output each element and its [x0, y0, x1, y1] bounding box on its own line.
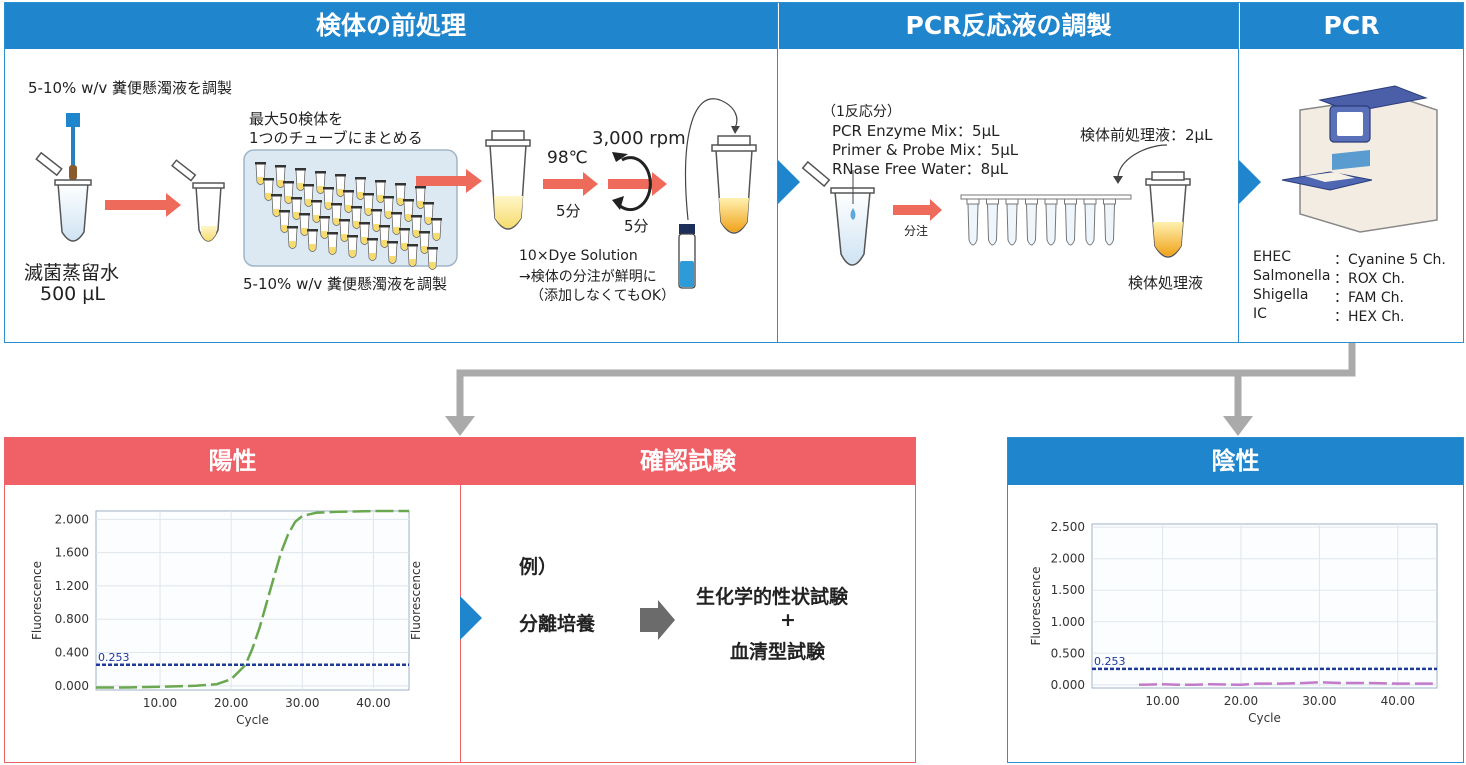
y-tick-label: 2.000 [55, 512, 89, 526]
channel-name-0: ：Cyanine 5 Ch. [1334, 252, 1446, 268]
suspension-bottom-label: 5-10% w/v 糞便懸濁液を調製 [243, 275, 448, 293]
y-axis-label-right: Fluorescence [409, 561, 423, 640]
channel-target-1: Salmonella [1253, 268, 1331, 284]
heated-tube-icon [485, 130, 531, 230]
right-arrow-icon [640, 600, 675, 640]
positive-chart: 0.000 0.400 0.800 1.200 1.600 2.000 10.00 20.00… [30, 509, 423, 727]
x-tick-label: 20.00 [1224, 694, 1258, 708]
channel-target-0: EHEC [1253, 249, 1291, 265]
x-tick-label: 40.00 [356, 696, 390, 710]
dye-label-1: 10×Dye Solution [519, 248, 638, 264]
dye-label-2: →検体の分注が鮮明に [519, 269, 657, 285]
threshold-label: 0.253 [98, 651, 130, 664]
amplification-curve [96, 509, 409, 689]
isolation-label: 分離培養 [519, 613, 596, 635]
channel-target-2: Shigella [1253, 287, 1309, 303]
confirm-panel [460, 437, 916, 763]
centrifuge-rotation-icon [612, 152, 652, 212]
pcr-mix-header: PCR反応液の調製 [779, 3, 1238, 49]
plot-area [1091, 523, 1438, 689]
water-volume: 500 µL [40, 283, 105, 305]
dye-tube-icon [678, 224, 696, 289]
per-reaction-label: （1反応分） [822, 104, 901, 120]
y-tick-label: 0.500 [1051, 646, 1085, 660]
primer-probe-label: Primer & Probe Mix：5µL [832, 141, 1019, 159]
sample-tube-icon [1145, 171, 1191, 258]
plus-label: + [780, 609, 796, 631]
sample-add-label: 検体前処理液：2µL [1080, 126, 1213, 144]
pool-label-2: 1つのチューブにまとめる [249, 129, 423, 147]
x-tick-label: 40.00 [1381, 694, 1415, 708]
x-tick-label: 20.00 [214, 696, 248, 710]
pool-label-1: 最大50検体を [249, 110, 344, 128]
y-tick-label: 0.000 [55, 679, 89, 693]
biochem-label: 生化学的性状試験 [696, 586, 849, 608]
y-axis-label: Fluorescence [30, 561, 44, 640]
heat-time: 5分 [556, 202, 581, 220]
enzyme-mix-label: PCR Enzyme Mix：5µL [832, 122, 1000, 140]
x-axis-label: Cycle [236, 713, 269, 727]
confirm-chevron-icon [460, 596, 482, 640]
channel-name-3: ：HEX Ch. [1334, 309, 1405, 325]
confirm-header: 確認試験 [461, 438, 915, 485]
example-label: 例） [519, 556, 558, 578]
y-axis-label: Fluorescence [1029, 566, 1043, 645]
x-tick-label: 10.00 [143, 696, 177, 710]
positive-header: 陽性 [5, 438, 460, 485]
y-tick-label: 1.000 [1051, 615, 1085, 629]
pcr-header: PCR [1240, 3, 1463, 49]
amplification-curve [1138, 681, 1437, 687]
pooled-tubes-icon [255, 162, 442, 270]
pretreatment-header: 検体の前処理 [5, 3, 777, 49]
suspension-top-label: 5-10% w/v 糞便懸濁液を調製 [28, 79, 233, 97]
dispense-label: 分注 [904, 224, 929, 238]
sample-tube-label: 検体処理液 [1128, 274, 1204, 292]
rnase-water-label: RNase Free Water：8µL [832, 160, 1009, 178]
threshold-label: 0.253 [1094, 655, 1126, 668]
water-label: 滅菌蒸留水 [24, 262, 120, 284]
pcr-8-strip-icon [960, 194, 1132, 246]
heat-temperature: 98℃ [547, 148, 588, 168]
plot-area [95, 510, 410, 691]
y-tick-label: 2.000 [1051, 552, 1085, 566]
mix-tube-icon [801, 160, 875, 266]
spin-time: 5分 [624, 217, 649, 235]
suspension-tube-icon [171, 159, 225, 242]
pretreated-tube-icon [711, 135, 757, 234]
negative-chart: 0.000 0.500 1.000 1.500 2.000 2.500 10.00 20.00… [1029, 520, 1438, 725]
y-tick-label: 1.200 [55, 579, 89, 593]
water-tube-icon [35, 113, 92, 242]
y-tick-label: 1.600 [55, 546, 89, 560]
spin-speed: 3,000 rpm [592, 128, 686, 149]
channel-name-2: ：FAM Ch. [1334, 290, 1404, 306]
y-tick-label: 2.500 [1051, 520, 1085, 534]
channel-name-1: ：ROX Ch. [1334, 271, 1405, 287]
x-tick-label: 30.00 [285, 696, 319, 710]
pcr-instrument-icon [1281, 85, 1438, 233]
x-tick-label: 30.00 [1302, 694, 1336, 708]
y-tick-label: 0.800 [55, 612, 89, 626]
channel-target-3: IC [1253, 306, 1267, 322]
y-tick-label: 0.400 [55, 646, 89, 660]
x-axis-label: Cycle [1248, 711, 1281, 725]
x-tick-label: 10.00 [1145, 694, 1179, 708]
y-tick-label: 1.500 [1051, 583, 1085, 597]
negative-header: 陰性 [1008, 438, 1463, 485]
y-tick-label: 0.000 [1051, 678, 1085, 692]
serotype-label: 血清型試験 [730, 641, 826, 663]
dye-label-3: （添加しなくてもOK） [530, 288, 676, 304]
